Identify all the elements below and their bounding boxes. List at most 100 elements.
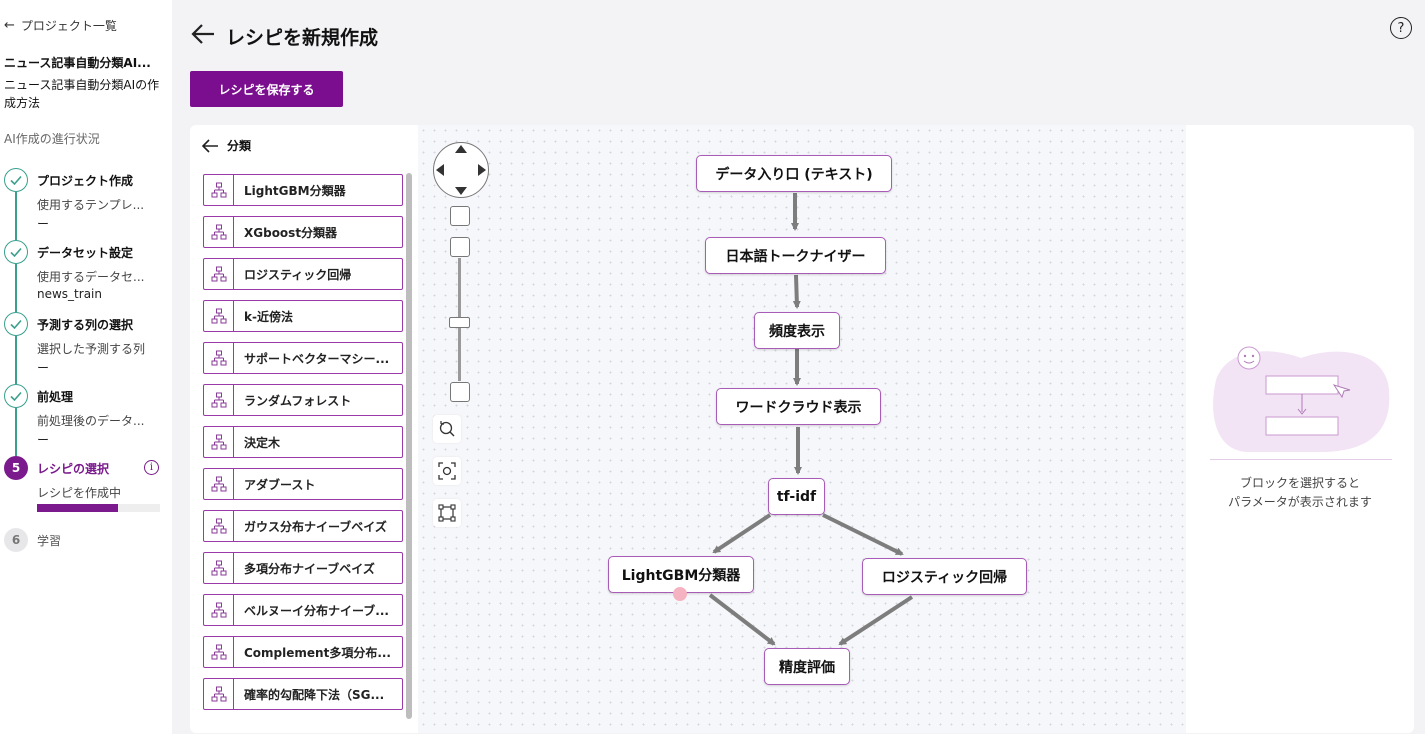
block-item-label: k-近傍法 (244, 309, 293, 324)
pan-down-icon[interactable] (455, 187, 467, 195)
flow-node-logreg[interactable]: ロジスティック回帰 (862, 558, 1027, 595)
check-icon (4, 240, 28, 264)
pan-right-icon[interactable] (478, 164, 486, 176)
block-tree-icon (204, 301, 234, 331)
edge-logreg-eval (838, 595, 914, 646)
back-to-projects-link[interactable]: ← プロジェクト一覧 (4, 17, 117, 34)
step-title: 前処理 (37, 390, 74, 404)
step-connector (15, 192, 17, 240)
step-subtitle: レシピを作成中 (37, 486, 122, 500)
block-tree-icon (204, 385, 234, 415)
block-item-label: 多項分布ナイーブベイズ (244, 561, 375, 576)
block-list-panel: 分類 LightGBM分類器 XGboost分類器ロジスティック回帰 k-近傍法サポ… (190, 125, 418, 733)
step-value: ー (37, 361, 50, 375)
block-item-label: LightGBM分類器 (244, 183, 346, 198)
check-icon (4, 384, 28, 408)
block-item[interactable]: サポートベクターマシー... (203, 342, 403, 374)
pan-up-icon[interactable] (455, 145, 467, 153)
block-item[interactable]: アダブースト (203, 468, 403, 500)
block-tree-icon (204, 679, 234, 709)
help-icon[interactable]: ? (1390, 17, 1412, 39)
flow-node-input[interactable]: データ入り口 (テキスト) (696, 155, 892, 192)
block-item[interactable]: XGboost分類器 (203, 216, 403, 248)
zoom-slider-thumb[interactable] (449, 317, 470, 328)
project-title: ニュース記事自動分類AI... (4, 56, 151, 70)
pan-control[interactable] (433, 142, 489, 198)
block-item[interactable]: 確率的勾配降下法（SG... (203, 678, 403, 710)
arrow-left-icon (201, 138, 218, 153)
block-item[interactable]: 多項分布ナイーブベイズ (203, 552, 403, 584)
pan-left-icon[interactable] (436, 164, 444, 176)
block-tree-icon (204, 427, 234, 457)
flow-node-evaluation[interactable]: 精度評価 (764, 648, 850, 685)
block-item[interactable]: ランダムフォレスト (203, 384, 403, 416)
block-item-label: アダブースト (244, 477, 316, 492)
step-title: プロジェクト作成 (37, 174, 134, 188)
arrow-left-icon: ← (4, 18, 15, 33)
zoom-out-button[interactable] (450, 382, 470, 402)
info-icon[interactable]: i (144, 460, 159, 475)
step-subtitle: 使用するテンプレ... (37, 198, 145, 212)
block-tree-icon (204, 511, 234, 541)
block-tree-icon (204, 469, 234, 499)
back-to-projects-label: プロジェクト一覧 (20, 19, 117, 33)
block-item[interactable]: LightGBM分類器 (203, 174, 403, 206)
reset-view-button[interactable] (433, 415, 461, 443)
block-item[interactable]: ガウス分布ナイーブベイズ (203, 510, 403, 542)
step-number: 6 (4, 528, 28, 552)
block-item-label: 決定木 (244, 435, 281, 450)
parameter-panel: ブロックを選択すると パラメータが表示されます (1186, 125, 1414, 733)
block-item-label: XGboost分類器 (244, 225, 338, 240)
zoom-in-button[interactable] (450, 237, 470, 257)
flow-node-wordcloud[interactable]: ワードクラウド表示 (716, 388, 881, 425)
zoom-fit-button[interactable] (450, 206, 470, 226)
block-item-label: ロジスティック回帰 (244, 267, 352, 282)
block-category-title: 分類 (227, 139, 252, 153)
flow-node-frequency[interactable]: 頻度表示 (754, 312, 840, 349)
block-item[interactable]: k-近傍法 (203, 300, 403, 332)
recipe-canvas[interactable]: データ入り口 (テキスト) 日本語トークナイザー 頻度表示 ワードクラウド表示 … (418, 125, 1186, 733)
block-item[interactable]: 決定木 (203, 426, 403, 458)
page-title: レシピを新規作成 (226, 27, 379, 49)
block-category-back[interactable]: 分類 (201, 137, 251, 154)
progress-sidebar: ← プロジェクト一覧 ニュース記事自動分類AI... ニュース記事自動分類AIの… (0, 0, 172, 734)
block-item[interactable]: ロジスティック回帰 (203, 258, 403, 290)
block-item[interactable]: Complement多項分布... (203, 636, 403, 668)
flow-node-tokenizer[interactable]: 日本語トークナイザー (705, 237, 886, 274)
step-value: ー (37, 433, 50, 447)
page-back-button[interactable] (190, 22, 216, 51)
flow-node-tfidf[interactable]: tf-idf (768, 478, 825, 515)
block-tree-icon (204, 259, 234, 289)
flow-edges (708, 193, 914, 646)
edge-lgbm-eval (708, 593, 776, 646)
block-item-label: ランダムフォレスト (244, 393, 352, 408)
block-tree-icon (204, 595, 234, 625)
select-area-button[interactable] (433, 499, 461, 527)
block-item-label: サポートベクターマシー... (244, 351, 390, 366)
fit-screen-button[interactable] (433, 457, 461, 485)
rotate-search-icon (439, 421, 455, 437)
block-list-scrollbar[interactable] (406, 173, 412, 719)
step-connector (15, 336, 17, 384)
block-tree-icon (204, 217, 234, 247)
selection-box-icon (438, 504, 456, 522)
block-item-label: ガウス分布ナイーブベイズ (244, 519, 387, 534)
node-output-port[interactable] (673, 587, 687, 601)
check-icon (4, 312, 28, 336)
select-block-illustration (1210, 346, 1392, 460)
block-item[interactable]: ベルヌーイ分布ナイーブ... (203, 594, 403, 626)
focus-icon (438, 462, 456, 480)
save-recipe-button[interactable]: レシピを保存する (190, 71, 343, 107)
check-icon (4, 168, 28, 192)
step-connector (15, 264, 17, 312)
step-title: 予測する列の選択 (37, 318, 134, 332)
step-progress-bar (37, 504, 160, 512)
step-subtitle: 前処理後のデータ... (37, 414, 145, 428)
step-title: レシピの選択 (37, 462, 110, 476)
block-tree-icon (204, 175, 234, 205)
step-title: 学習 (37, 534, 62, 548)
edge-tokenizer-freq (792, 274, 801, 309)
block-tree-icon (204, 553, 234, 583)
block-tree-icon (204, 637, 234, 667)
edge-tfidf-logreg (822, 513, 904, 556)
